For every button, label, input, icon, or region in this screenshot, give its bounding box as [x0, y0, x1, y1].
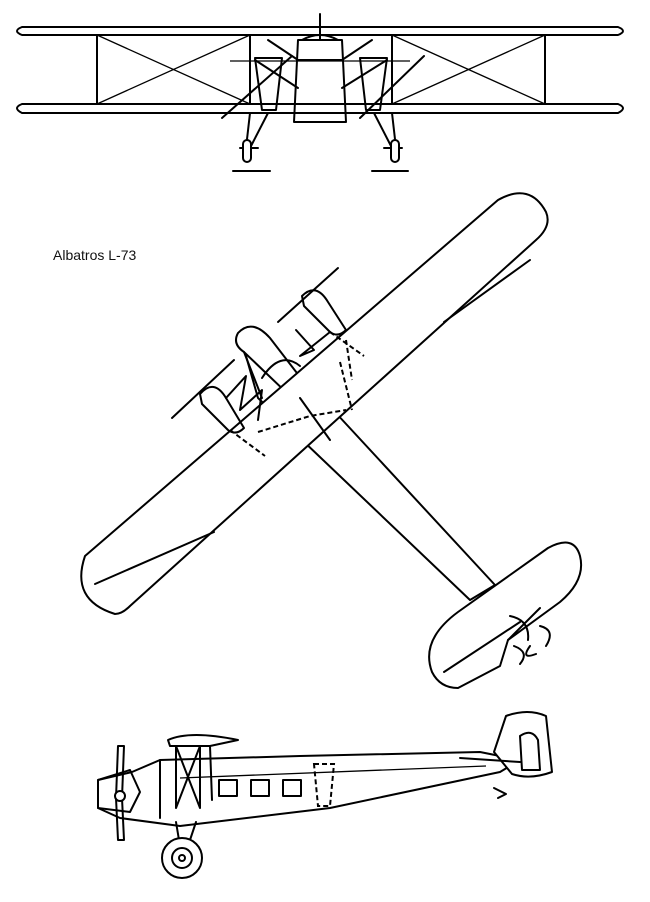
front-lower-wing: [16, 103, 624, 114]
top-engine-right: [301, 289, 347, 336]
side-engine: [97, 769, 141, 813]
top-struts-dashed: [229, 331, 365, 457]
front-upper-wing: [16, 26, 624, 36]
side-view: [97, 711, 553, 879]
aircraft-caption: Albatros L-73: [53, 247, 137, 263]
side-upper-wing: [167, 734, 239, 747]
front-propeller-right: [359, 55, 425, 119]
front-fuselage: [293, 39, 347, 123]
top-tail-gear: [509, 615, 551, 665]
top-view: [80, 192, 582, 689]
top-tailplane: [428, 541, 582, 689]
side-window-2: [250, 779, 270, 797]
front-propeller-left: [221, 55, 293, 119]
side-door-dashed: [312, 763, 336, 807]
front-view: [16, 13, 624, 172]
side-fuselage: [97, 751, 521, 827]
side-window-3: [282, 779, 302, 797]
top-engine-left: [199, 386, 245, 434]
front-engine-right: [359, 57, 388, 111]
front-engine-left: [254, 57, 283, 111]
top-main-wing: [80, 192, 549, 615]
side-window-1: [218, 779, 238, 797]
